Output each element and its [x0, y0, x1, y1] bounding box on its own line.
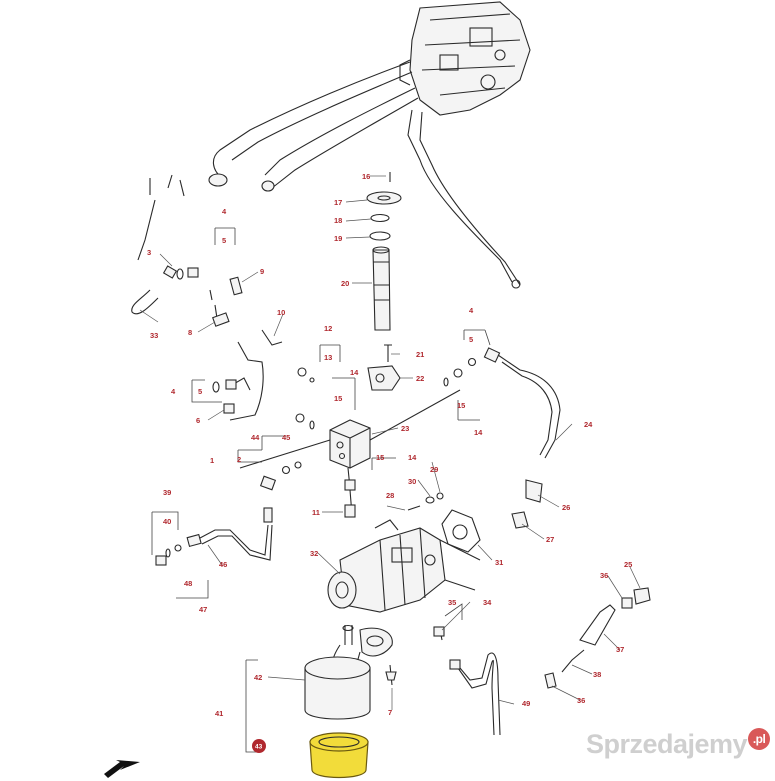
callout-20[interactable]: 20: [341, 279, 349, 288]
callout-3[interactable]: 3: [147, 248, 151, 257]
control-block: [239, 389, 461, 489]
callout-14b[interactable]: 14: [474, 428, 483, 437]
right-hose: [443, 347, 561, 529]
brackets: [151, 227, 491, 753]
callout-31[interactable]: 31: [495, 558, 503, 567]
callout-14a[interactable]: 14: [350, 368, 359, 377]
callout-7[interactable]: 7: [388, 708, 392, 717]
callout-10[interactable]: 10: [277, 308, 285, 317]
lower-right-hose: [433, 587, 651, 736]
callout-17[interactable]: 17: [334, 198, 342, 207]
callout-11[interactable]: 11: [312, 508, 320, 517]
callout-45[interactable]: 45: [282, 433, 290, 442]
watermark-text: Sprzedajemy: [586, 729, 748, 759]
callout-34[interactable]: 34: [483, 598, 492, 607]
callout-36b[interactable]: 36: [577, 696, 585, 705]
callout-21[interactable]: 21: [416, 350, 424, 359]
callout-23[interactable]: 23: [401, 424, 409, 433]
callout-12[interactable]: 12: [324, 324, 332, 333]
callout-43[interactable]: 43: [255, 744, 263, 751]
hydraulic-pump: [327, 479, 481, 613]
callout-49[interactable]: 49: [522, 699, 530, 708]
callout-48[interactable]: 48: [184, 579, 192, 588]
callout-32[interactable]: 32: [310, 549, 318, 558]
callout-5c[interactable]: 5: [469, 335, 473, 344]
callout-39[interactable]: 39: [163, 488, 171, 497]
callout-1[interactable]: 1: [210, 456, 214, 465]
callout-9[interactable]: 9: [260, 267, 264, 276]
callout-14c[interactable]: 14: [408, 453, 417, 462]
callout-38[interactable]: 38: [593, 670, 601, 679]
watermark: Sprzedajemy.pl: [586, 728, 771, 760]
callout-46[interactable]: 46: [219, 560, 227, 569]
callout-18[interactable]: 18: [334, 216, 342, 225]
callout-27[interactable]: 27: [546, 535, 554, 544]
callout-2[interactable]: 2: [237, 455, 241, 464]
callout-30[interactable]: 30: [408, 477, 416, 486]
callouts: 16 17 18 19 20 21 22 23 4 5 3 9 33 8 10 …: [147, 172, 632, 753]
callout-13[interactable]: 13: [324, 353, 332, 362]
valve-block: [399, 1, 531, 116]
callout-26[interactable]: 26: [562, 503, 570, 512]
filter-assembly: [304, 624, 397, 779]
callout-29[interactable]: 29: [430, 465, 438, 474]
callout-40[interactable]: 40: [163, 517, 171, 526]
callout-5b[interactable]: 5: [198, 387, 202, 396]
callout-15c[interactable]: 15: [376, 453, 384, 462]
callout-24[interactable]: 24: [584, 420, 593, 429]
callout-44[interactable]: 44: [251, 433, 260, 442]
callout-41[interactable]: 41: [215, 709, 223, 718]
callout-5a[interactable]: 5: [222, 236, 226, 245]
callout-8[interactable]: 8: [188, 328, 192, 337]
callout-4b[interactable]: 4: [171, 387, 176, 396]
callout-6[interactable]: 6: [196, 416, 200, 425]
watermark-suffix: .pl: [748, 728, 771, 750]
lower-left-hose: [155, 507, 273, 566]
arrow-down-left-icon: [104, 760, 140, 778]
callout-4c[interactable]: 4: [469, 306, 474, 315]
callout-37[interactable]: 37: [616, 645, 624, 654]
left-fittings: [131, 265, 315, 491]
callout-15b[interactable]: 15: [457, 401, 465, 410]
callout-19[interactable]: 19: [334, 234, 342, 243]
callout-35[interactable]: 35: [448, 598, 456, 607]
callout-36a[interactable]: 36: [600, 571, 608, 580]
highlight-badge[interactable]: [252, 739, 266, 753]
callout-42[interactable]: 42: [254, 673, 262, 682]
callout-28[interactable]: 28: [386, 491, 394, 500]
callout-15a[interactable]: 15: [334, 394, 342, 403]
hose-bundle: [137, 61, 521, 289]
callout-47[interactable]: 47: [199, 605, 207, 614]
callout-33[interactable]: 33: [150, 331, 158, 340]
spool-stack: [366, 172, 402, 391]
callout-4a[interactable]: 4: [222, 207, 227, 216]
callout-25[interactable]: 25: [624, 560, 632, 569]
callout-22[interactable]: 22: [416, 374, 424, 383]
leader-lines: [139, 175, 641, 710]
callout-16[interactable]: 16: [362, 172, 370, 181]
